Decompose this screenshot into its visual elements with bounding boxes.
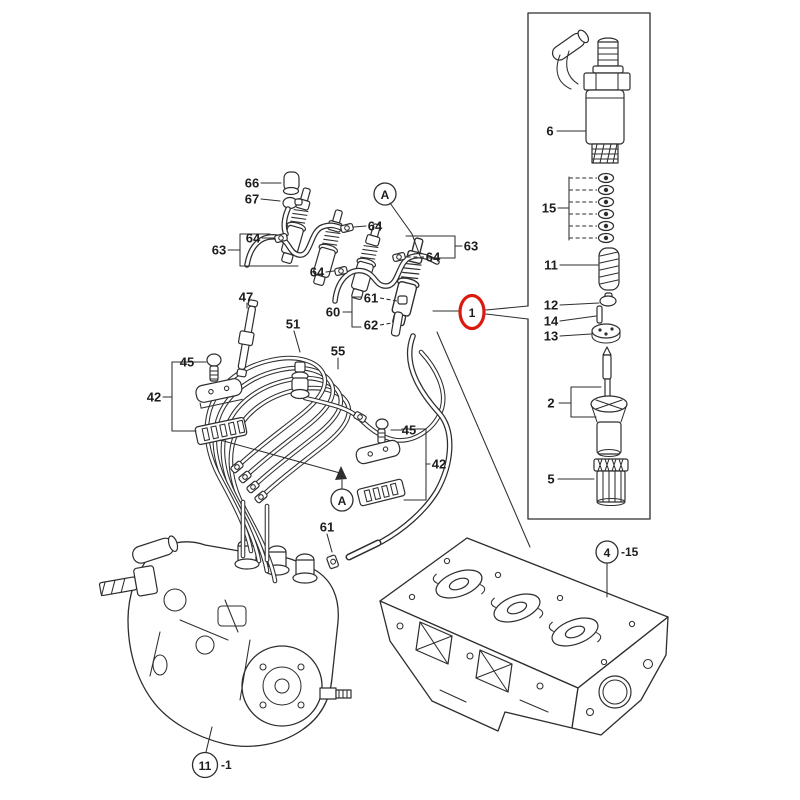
label-11: 11: [544, 258, 558, 273]
injector-detail-box: [527, 12, 651, 520]
label-42: 42: [147, 390, 161, 405]
clamp-plate-slotted-left: [194, 416, 248, 446]
label-assembly-4: 4: [604, 546, 611, 560]
label-view-a: A: [381, 188, 390, 202]
label-47: 47: [239, 290, 253, 305]
highlight-circle-1: [458, 293, 486, 331]
banjo-fitting-cluster: [290, 361, 310, 400]
label-5: 5: [547, 472, 554, 487]
pump-solenoid: [132, 535, 179, 564]
label-14: 14: [544, 314, 559, 329]
label-assembly-4-suffix: -15: [621, 545, 639, 559]
injector-cluster: [244, 171, 453, 570]
label-51: 51: [286, 317, 300, 332]
nozzle-2: [590, 346, 628, 458]
clamp-plate-upper-right: [355, 439, 401, 465]
washer-stack-15: [597, 172, 615, 244]
pump-flange: [241, 645, 352, 727]
label-15: 15: [542, 201, 556, 216]
part-47-pipe: [236, 299, 259, 378]
arrow-a: [335, 466, 347, 480]
pipe-joint-61: [326, 539, 382, 570]
elbow-67: [282, 196, 303, 210]
label-55: 55: [331, 344, 345, 359]
clamp-plate-slotted-right: [356, 478, 406, 507]
spacer-13: [591, 323, 621, 344]
label-61: 61: [364, 291, 378, 306]
cylinder-head: [379, 537, 669, 736]
label-13: 13: [544, 329, 558, 344]
label-66: 66: [245, 176, 259, 191]
label-63: 63: [464, 239, 478, 254]
label-view-a: A: [338, 494, 347, 508]
label-67: 67: [245, 192, 259, 207]
label-assembly-11: 11: [199, 759, 212, 773]
label-62: 62: [364, 318, 378, 333]
bolt-45-left: [206, 353, 222, 382]
intake-port: [475, 649, 513, 693]
detail-box-border: [527, 12, 651, 520]
label-45: 45: [180, 355, 194, 370]
assembly-circle-11: [191, 751, 219, 779]
assembly-circle-4: [595, 540, 619, 564]
cap-66: [282, 171, 300, 196]
label-6: 6: [546, 124, 553, 139]
label-60: 60: [326, 305, 340, 320]
intake-port: [415, 621, 453, 665]
pin-14: [596, 305, 603, 324]
label-assembly-11-suffix: -1: [221, 758, 232, 772]
view-circle-a-top: [373, 182, 397, 206]
nozzle-holder-6: [551, 29, 631, 164]
injection-pump: [98, 535, 352, 747]
callouts: [191, 182, 619, 779]
rocker-tower: [432, 569, 486, 599]
nozzle-nut-5: [593, 458, 629, 507]
label-64: 64: [310, 265, 325, 280]
labels: 66 67 64 64 64 64 63 63 60 61 62 47 51 5…: [147, 124, 639, 774]
label-42: 42: [432, 457, 446, 472]
view-circle-a-bottom: [330, 488, 354, 512]
label-64: 64: [368, 219, 383, 234]
bolt-45-right: [375, 418, 389, 444]
fuel-pipe-bundle: [162, 299, 446, 584]
rocker-tower: [548, 617, 602, 647]
label-1-highlighted: 1: [469, 306, 476, 320]
spring-seat-12: [599, 292, 617, 307]
label-12: 12: [544, 298, 558, 313]
label-61: 61: [320, 520, 334, 535]
rocker-tower: [490, 593, 544, 623]
pump-shaft-left: [98, 565, 158, 597]
part-62: [390, 311, 404, 337]
leader-lines: [205, 182, 608, 753]
spring-11: [598, 247, 620, 291]
label-45: 45: [402, 423, 416, 438]
label-64: 64: [246, 231, 261, 246]
label-2: 2: [547, 396, 554, 411]
label-63: 63: [212, 243, 226, 258]
part-61-nut: [397, 295, 408, 305]
clamp-plate-upper-left: [195, 378, 243, 409]
label-64: 64: [426, 250, 441, 265]
